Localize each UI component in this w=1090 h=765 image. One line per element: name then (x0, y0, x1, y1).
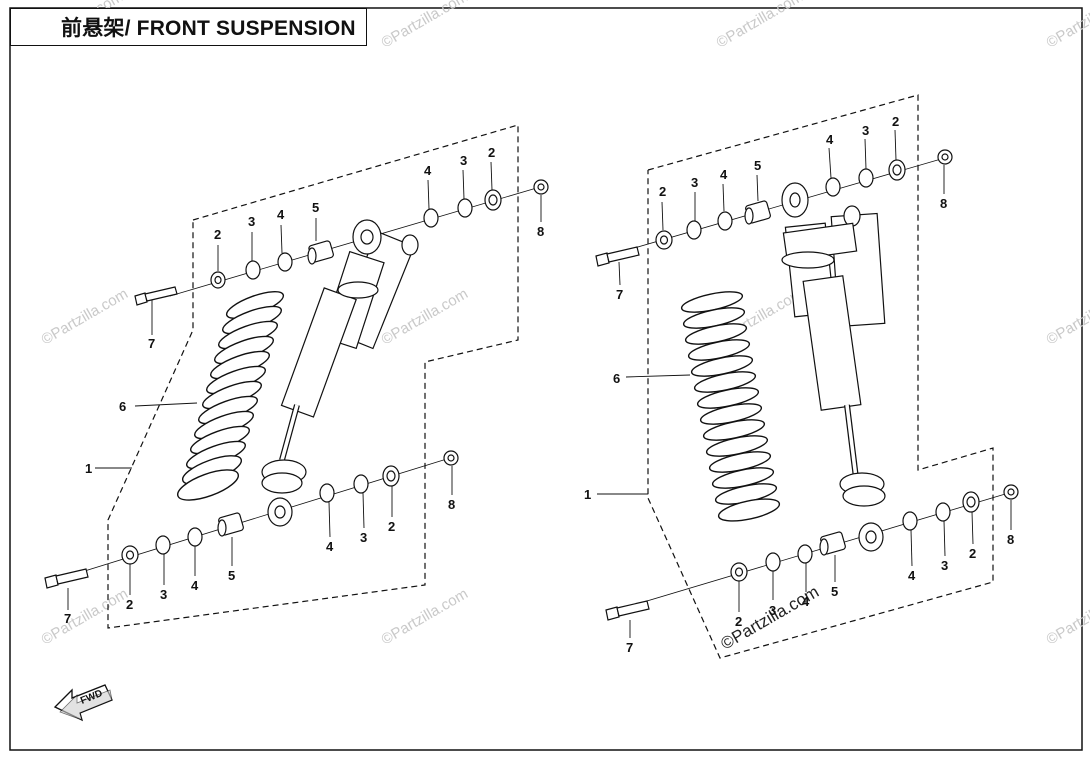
ring-icon (936, 503, 950, 521)
callout-label: 4 (720, 167, 728, 182)
shock-absorber-icon (782, 183, 885, 551)
callout-label: 7 (64, 611, 71, 626)
ring-icon (859, 169, 873, 187)
callout-label: 2 (892, 114, 899, 129)
callout-label: 3 (862, 123, 869, 138)
callout-label: 2 (126, 597, 133, 612)
coil-spring-icon (680, 288, 781, 526)
callout-label: 4 (424, 163, 432, 178)
callout-label: 8 (448, 497, 455, 512)
callout-label: 8 (1007, 532, 1014, 547)
callout-label: 2 (488, 145, 495, 160)
bushing-icon (218, 512, 244, 536)
washer-icon (188, 528, 202, 546)
callout-label: 6 (613, 371, 620, 386)
ring-icon (246, 261, 260, 279)
bushing-icon (308, 240, 334, 264)
collar-icon (963, 492, 979, 512)
bushing-icon (745, 200, 771, 224)
ring-icon (766, 553, 780, 571)
callout-label: 4 (191, 578, 199, 593)
callout-label: 5 (312, 200, 319, 215)
callout-label: 4 (277, 207, 285, 222)
callout-label: 3 (691, 175, 698, 190)
washer-icon (798, 545, 812, 563)
watermark-text: ©Partzilla.com (379, 585, 471, 648)
callout-label: 4 (826, 132, 834, 147)
collar-icon (383, 466, 399, 486)
washer-icon (320, 484, 334, 502)
forward-arrow-icon: FWD (55, 685, 112, 720)
ring-icon (687, 221, 701, 239)
washer-icon (278, 253, 292, 271)
ring-icon (156, 536, 170, 554)
washer-icon (656, 231, 672, 249)
callout-label: 8 (537, 224, 544, 239)
ring-icon (458, 199, 472, 217)
watermark-text: ©Partzilla.com (1044, 285, 1090, 348)
callout-label: 8 (940, 196, 947, 211)
washer-icon (211, 272, 225, 288)
callout-label: 2 (659, 184, 666, 199)
callout-label: 7 (148, 336, 155, 351)
nut-icon (1004, 485, 1018, 499)
washer-icon (731, 563, 747, 581)
callout-label: 6 (119, 399, 126, 414)
callout-label: 7 (616, 287, 623, 302)
callout-label: 3 (769, 603, 776, 618)
callout-label: 4 (326, 539, 334, 554)
nut-icon (444, 451, 458, 465)
callout-label: 3 (248, 214, 255, 229)
callout-label: 5 (831, 584, 838, 599)
left-shock-assembly (45, 125, 548, 628)
callout-label: 2 (388, 519, 395, 534)
callout-label: 3 (360, 530, 367, 545)
page-title: 前悬架/ FRONT SUSPENSION (10, 8, 367, 46)
callout-label: 3 (460, 153, 467, 168)
callout-label: 5 (754, 158, 761, 173)
bushing-icon (820, 531, 846, 555)
nut-icon (938, 150, 952, 164)
nut-icon (534, 180, 548, 194)
bolt-icon (135, 287, 177, 305)
callout-label: 3 (160, 587, 167, 602)
bolt-icon (606, 601, 649, 620)
callout-label: 3 (941, 558, 948, 573)
ring-icon (354, 475, 368, 493)
callout-label: 2 (969, 546, 976, 561)
collar-icon (889, 160, 905, 180)
collar-icon (485, 190, 501, 210)
callout-label: 1 (85, 461, 92, 476)
callout-label: 2 (214, 227, 221, 242)
right-shock-assembly (596, 95, 1018, 658)
callout-label: 5 (228, 568, 235, 583)
callout-label: 4 (908, 568, 916, 583)
watermark-text: ©Partzilla.com (39, 285, 131, 348)
washer-icon (122, 546, 138, 564)
washer-icon (424, 209, 438, 227)
washer-icon (903, 512, 917, 530)
watermark-text: ©Partzilla.com (39, 585, 131, 648)
callout-label: 2 (735, 614, 742, 629)
bolt-icon (596, 247, 639, 266)
bolt-icon (45, 569, 88, 588)
callout-label: 1 (584, 487, 591, 502)
callout-label: 4 (802, 594, 810, 609)
page-title-text: 前悬架/ FRONT SUSPENSION (61, 12, 356, 42)
washer-icon (826, 178, 840, 196)
washer-icon (718, 212, 732, 230)
watermarks: ©Partzilla.com ©Partzilla.com ©Partzilla… (34, 0, 1090, 653)
callout-label: 7 (626, 640, 633, 655)
watermark-text: ©Partzilla.com (1044, 585, 1090, 648)
